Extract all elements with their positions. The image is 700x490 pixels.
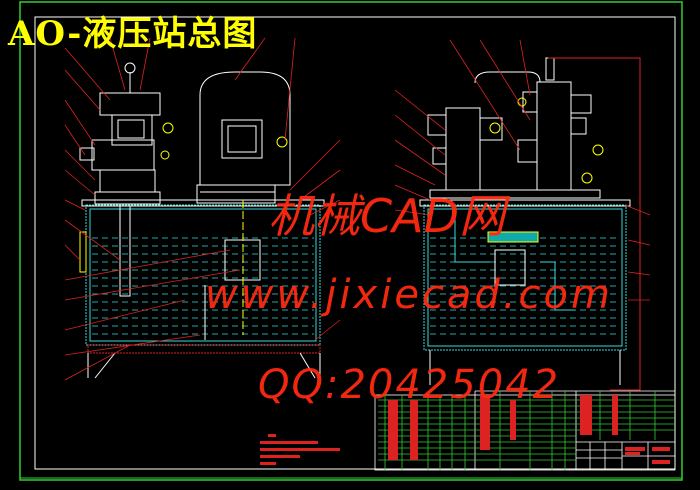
drawing-title: AO-液压站总图 <box>8 14 258 54</box>
technical-notes <box>260 434 340 465</box>
valve-stack <box>79 62 174 205</box>
watermark-url: www.jixiecad.com <box>205 272 613 318</box>
watermark-site-name: 机械CAD网 <box>268 189 506 243</box>
title-block <box>374 390 676 471</box>
side-view <box>419 57 641 391</box>
valve-blocks <box>427 57 604 199</box>
oil-level-lines <box>92 237 314 335</box>
outer-frame <box>19 1 683 481</box>
tank-side <box>419 199 631 351</box>
front-view <box>79 62 325 379</box>
motor <box>196 71 291 204</box>
inner-frame <box>34 16 676 470</box>
leader-lines <box>64 37 651 381</box>
watermark-qq: QQ:20425042 <box>258 362 561 408</box>
